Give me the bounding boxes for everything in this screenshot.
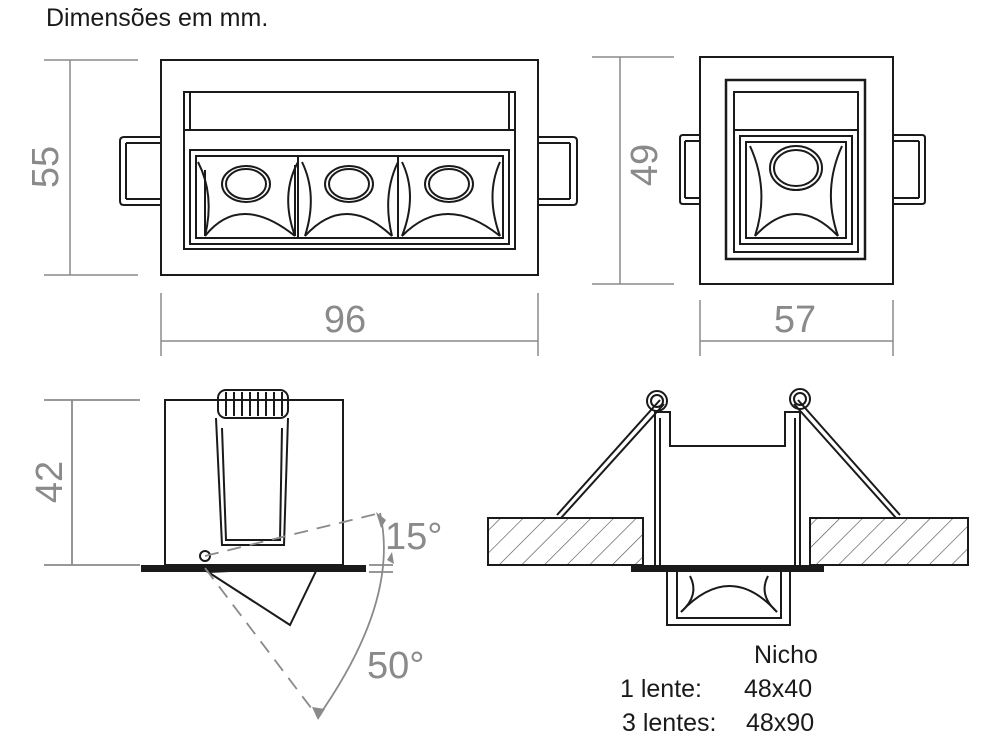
ceiling-left <box>487 517 644 566</box>
profile-flange <box>141 565 366 572</box>
spring-coil <box>217 389 289 419</box>
ceiling-right <box>809 517 969 566</box>
tilt-arrowheads <box>312 512 394 720</box>
installation-view <box>487 388 969 626</box>
side-view <box>679 56 926 285</box>
lens-cell-2 <box>301 161 399 237</box>
niche-row-2-value: 48x90 <box>746 709 815 737</box>
front-view <box>119 59 578 276</box>
profile-height-label: 42 <box>29 461 71 503</box>
side-dimension-lines <box>592 56 894 356</box>
profile-view <box>164 389 344 627</box>
niche-row-1-label: 1 lente: <box>620 675 703 703</box>
niche-row-1-value: 48x40 <box>744 675 813 703</box>
installation-flange <box>631 565 824 572</box>
lens-cell-3 <box>401 161 501 237</box>
front-height-label: 55 <box>25 146 67 188</box>
side-height-label: 49 <box>624 144 666 186</box>
lens-cell-1 <box>197 161 299 237</box>
tilt-small-angle-label: 15° <box>385 516 442 558</box>
tilt-large-angle-label: 50° <box>367 645 424 687</box>
page-title: Dimensões em mm. <box>46 4 269 32</box>
tilt-angle-lines <box>44 399 393 718</box>
niche-row-2-label: 3 lentes: <box>622 709 717 737</box>
front-dimension-lines <box>44 59 539 356</box>
niche-heading: Nicho <box>754 641 818 669</box>
front-width-label: 96 <box>324 299 366 341</box>
side-width-label: 57 <box>774 299 816 341</box>
